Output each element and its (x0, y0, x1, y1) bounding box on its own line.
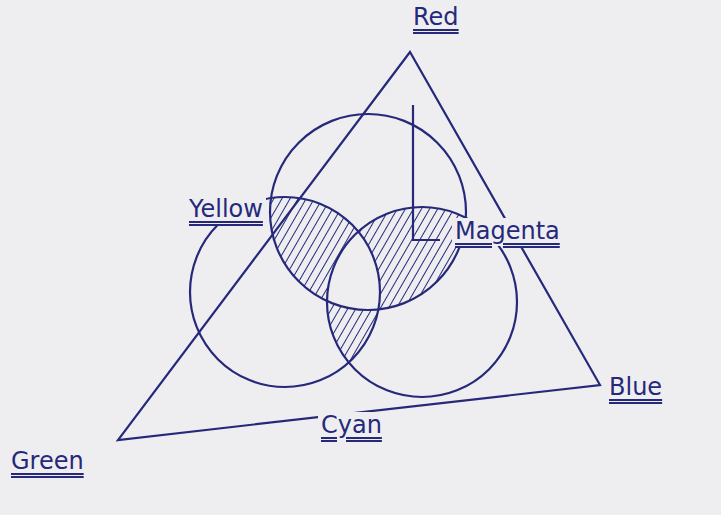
left-circle (190, 197, 380, 387)
overlap-label: Yellow (186, 196, 266, 224)
top-circle (270, 114, 466, 310)
vertex-label: Blue (606, 374, 665, 402)
vertex-label: Red (410, 4, 462, 32)
overlap-label: Magenta (452, 218, 563, 246)
leader-line (413, 105, 440, 240)
overlap-label: Cyan (318, 412, 385, 440)
vertex-label: Green (8, 448, 87, 476)
triangle-lines (118, 52, 600, 440)
